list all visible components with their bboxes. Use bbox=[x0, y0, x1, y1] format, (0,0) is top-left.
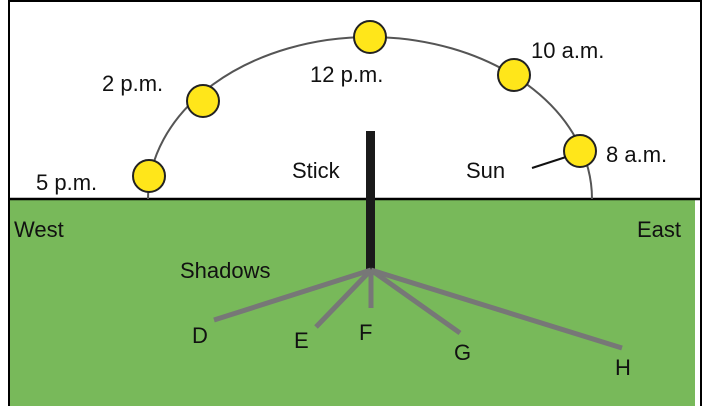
west-label: West bbox=[14, 217, 64, 242]
suns bbox=[132, 20, 597, 193]
sun-10am bbox=[497, 58, 531, 92]
shadow-h bbox=[370, 267, 623, 351]
shadow-label-g: G bbox=[454, 340, 471, 365]
stick-label: Stick bbox=[292, 158, 341, 183]
sky bbox=[0, 0, 703, 200]
east-label: East bbox=[637, 217, 681, 242]
shadows-label: Shadows bbox=[180, 258, 271, 283]
shadow-label-d: D bbox=[192, 323, 208, 348]
sun-8am bbox=[563, 134, 597, 168]
shadow-label-e: E bbox=[294, 328, 309, 353]
label-8am: 8 a.m. bbox=[606, 142, 667, 167]
shadow-d bbox=[213, 267, 372, 323]
shadow-g bbox=[369, 267, 462, 336]
ground bbox=[9, 200, 695, 406]
shadow-label-h: H bbox=[615, 355, 631, 380]
sun-12pm bbox=[353, 20, 387, 54]
label-12pm: 12 p.m. bbox=[310, 62, 383, 87]
stick bbox=[366, 131, 375, 270]
label-2pm: 2 p.m. bbox=[102, 71, 163, 96]
sun-5pm bbox=[132, 159, 166, 193]
label-10am: 10 a.m. bbox=[531, 38, 604, 63]
sun-label: Sun bbox=[466, 158, 505, 183]
frame-border bbox=[8, 0, 702, 411]
label-5pm: 5 p.m. bbox=[36, 170, 97, 195]
sun-pointer-line bbox=[531, 156, 567, 169]
shadow-label-f: F bbox=[359, 320, 372, 345]
sun-2pm bbox=[186, 84, 220, 118]
shadows bbox=[213, 267, 623, 351]
shadow-e bbox=[314, 268, 373, 329]
